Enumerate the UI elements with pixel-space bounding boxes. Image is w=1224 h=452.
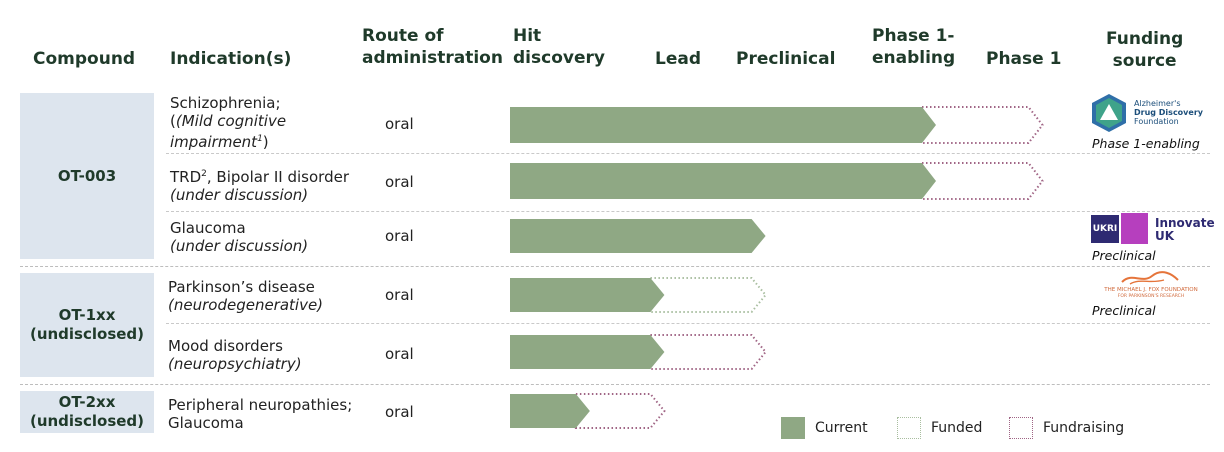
current-bar — [510, 107, 936, 143]
indication-note: (under discussion) — [170, 186, 309, 204]
legend-funded: Funded — [897, 417, 982, 439]
funded-bar — [649, 277, 767, 313]
indication-text: Mood disorders — [168, 337, 283, 355]
group-separator — [20, 266, 1210, 267]
adf-name-line1: Alzheimer's — [1134, 99, 1181, 108]
current-bar — [510, 278, 665, 312]
adf-emblem-icon — [1092, 94, 1126, 132]
compound-ot-1xx-line1: OT-1xx — [58, 306, 116, 324]
indication-text-2: Glaucoma — [168, 414, 244, 432]
indication-text: Schizophrenia; — [170, 94, 281, 112]
header-compound: Compound — [33, 49, 136, 69]
indication-note: (neurodegenerative) — [168, 296, 324, 314]
fundraising-bar — [921, 106, 1044, 144]
adf-caption: Phase 1-enabling — [1092, 136, 1200, 151]
legend-current-label: Current — [815, 420, 868, 436]
indication-note: (under discussion) — [170, 237, 309, 255]
indication-note-close: ) — [262, 133, 269, 151]
header-lead: Lead — [655, 49, 702, 69]
mjf-name-line1: THE MICHAEL J. FOX FOUNDATION — [1104, 287, 1198, 293]
current-bar — [510, 219, 766, 253]
header-phase1-enabling-line1: Phase 1- — [872, 26, 955, 46]
footnote-marker: 1 — [257, 134, 263, 144]
indication-row-3: Glaucoma (under discussion) — [170, 219, 308, 255]
current-bar — [510, 335, 665, 369]
current-bar — [510, 394, 590, 428]
legend-current: Current — [781, 417, 868, 439]
compound-ot-003: OT-003 — [20, 93, 154, 259]
header-hit-line1: Hit — [513, 26, 542, 46]
footnote-marker: 2 — [201, 169, 207, 179]
indication-note-2-italic: impairment — [170, 133, 258, 151]
header-preclinical: Preclinical — [736, 49, 836, 69]
row-separator — [166, 211, 1210, 212]
route-row-2: oral — [385, 173, 414, 191]
route-row-4: oral — [385, 286, 414, 304]
legend-fundraising-label: Fundraising — [1043, 420, 1125, 436]
row-separator — [166, 323, 1210, 324]
mjf-name-line2: FOR PARKINSON'S RESEARCH — [1117, 294, 1185, 299]
mjf-logo: THE MICHAEL J. FOX FOUNDATION FOR PARKIN… — [1092, 270, 1210, 302]
route-row-5: oral — [385, 345, 414, 363]
fundraising-bar — [921, 162, 1044, 200]
route-row-6: oral — [385, 403, 414, 421]
header-funding-source: Funding source — [1106, 28, 1183, 72]
indication-row-5: Mood disorders (neuropsychiatry) — [168, 337, 302, 373]
compound-ot-1xx-line2: (undisclosed) — [29, 325, 145, 343]
indication-text: TRD — [170, 168, 202, 186]
header-funding-line1: Funding — [1106, 29, 1184, 49]
indication-text: Glaucoma — [170, 219, 246, 237]
legend-fundraising: Fundraising — [1009, 417, 1124, 439]
ukri-box: UKRI — [1091, 215, 1119, 243]
group-separator — [20, 384, 1210, 385]
header-phase1-enabling: Phase 1- enabling — [872, 25, 955, 69]
row-separator — [166, 153, 1210, 154]
route-row-3: oral — [385, 227, 414, 245]
legend-fundraising-swatch — [1009, 417, 1033, 439]
header-indication: Indication(s) — [170, 49, 292, 69]
compound-ot-2xx-line2: (undisclosed) — [29, 412, 145, 430]
header-hit-line2: discovery — [513, 48, 605, 68]
legend-funded-label: Funded — [931, 420, 983, 436]
fundraising-bar — [649, 334, 767, 370]
indication-note: ((Mild cognitive — [170, 112, 287, 130]
innovate-name-line2: UK — [1155, 229, 1175, 243]
legend-current-swatch — [781, 417, 805, 439]
compound-ot-003-label: OT-003 — [57, 166, 117, 185]
innovate-square-icon — [1121, 213, 1148, 244]
header-route-line2: administration — [362, 48, 503, 68]
indication-text: Peripheral neuropathies; — [168, 396, 353, 414]
compound-ot-1xx: OT-1xx (undisclosed) — [20, 273, 154, 377]
header-phase1: Phase 1 — [986, 49, 1062, 69]
adf-name-line3: Foundation — [1134, 117, 1179, 126]
mjf-flourish-icon — [1121, 271, 1179, 285]
innovate-caption: Preclinical — [1092, 248, 1156, 263]
indication-note-italic: (Mild cognitive — [175, 112, 287, 130]
current-bar — [510, 163, 936, 199]
indication-note-2: impairment1) — [170, 133, 269, 151]
route-row-1: oral — [385, 115, 414, 133]
indication-row-2: TRD2, Bipolar II disorder (under discuss… — [170, 165, 349, 204]
mjf-caption: Preclinical — [1092, 303, 1156, 318]
indication-note: (neuropsychiatry) — [168, 355, 302, 373]
header-funding-line2: source — [1112, 51, 1177, 71]
header-route-line1: Route of — [362, 26, 444, 46]
header-hit-discovery: Hit discovery — [513, 25, 605, 69]
indication-row-1: Schizophrenia; ((Mild cognitive impairme… — [170, 94, 286, 151]
indication-row-6: Peripheral neuropathies; Glaucoma — [168, 396, 352, 432]
compound-ot-2xx-line1: OT-2xx — [58, 393, 116, 411]
header-phase1-enabling-line2: enabling — [872, 48, 956, 68]
legend-funded-swatch — [897, 417, 921, 439]
adf-name-line2: Drug Discovery — [1134, 108, 1203, 117]
innovate-name-line1: Innovate — [1155, 216, 1215, 230]
header-route: Route of administration — [362, 25, 503, 69]
compound-ot-2xx: OT-2xx (undisclosed) — [20, 391, 154, 433]
adf-logo: Alzheimer's Drug Discovery Foundation — [1090, 93, 1210, 133]
indication-text-end: , Bipolar II disorder — [206, 168, 349, 186]
indication-row-4: Parkinson’s disease (neurodegenerative) — [168, 278, 323, 314]
indication-text: Parkinson’s disease — [168, 278, 315, 296]
innovate-uk-logo: UKRI Innovate UK — [1091, 213, 1215, 247]
